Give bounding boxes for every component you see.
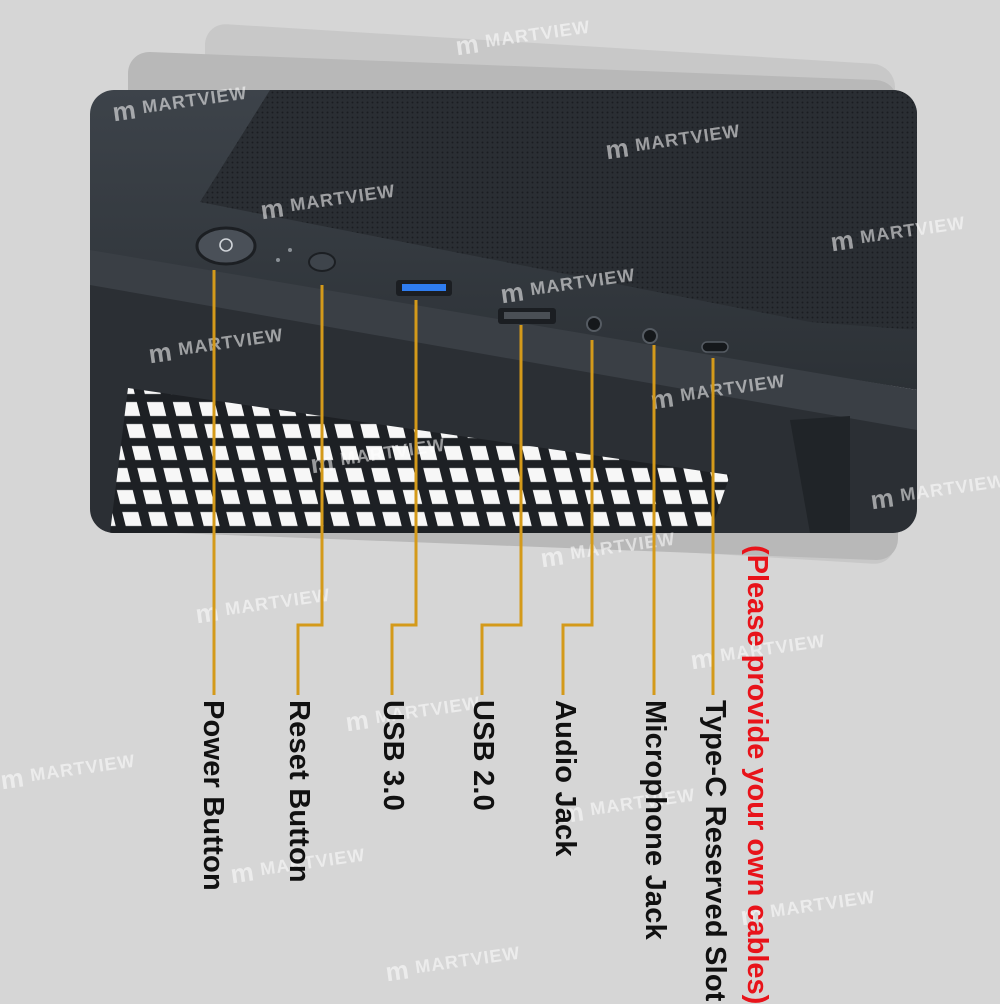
type-c-slot — [701, 341, 729, 353]
case-illustration — [90, 90, 917, 533]
power-button-shape — [195, 226, 257, 266]
front-edge — [90, 250, 917, 435]
reset-button-label: Reset Button — [283, 700, 315, 883]
power-button-label: Power Button — [197, 700, 229, 891]
usb2-label: USB 2.0 — [467, 700, 499, 811]
power-symbol-icon — [219, 238, 233, 252]
reset-button-leader — [296, 285, 324, 695]
top-mesh-panel — [200, 90, 917, 330]
case-top-io-photo — [90, 90, 917, 533]
usb3-label: USB 3.0 — [377, 700, 409, 811]
type-c-label: Type-C Reserved Slot — [699, 700, 731, 1002]
microphone-jack-label: Microphone Jack — [639, 700, 671, 940]
audio-jack-label: Audio Jack — [549, 700, 581, 857]
usb3-leader — [390, 300, 418, 695]
reset-button-shape — [308, 252, 336, 272]
microphone-jack-port — [642, 328, 658, 344]
audio-jack-leader — [561, 340, 594, 695]
usb2-leader — [480, 325, 523, 695]
audio-jack-port — [586, 316, 602, 332]
front-grille — [110, 388, 730, 533]
cable-note: (Please provide your own cables) — [741, 545, 773, 1004]
